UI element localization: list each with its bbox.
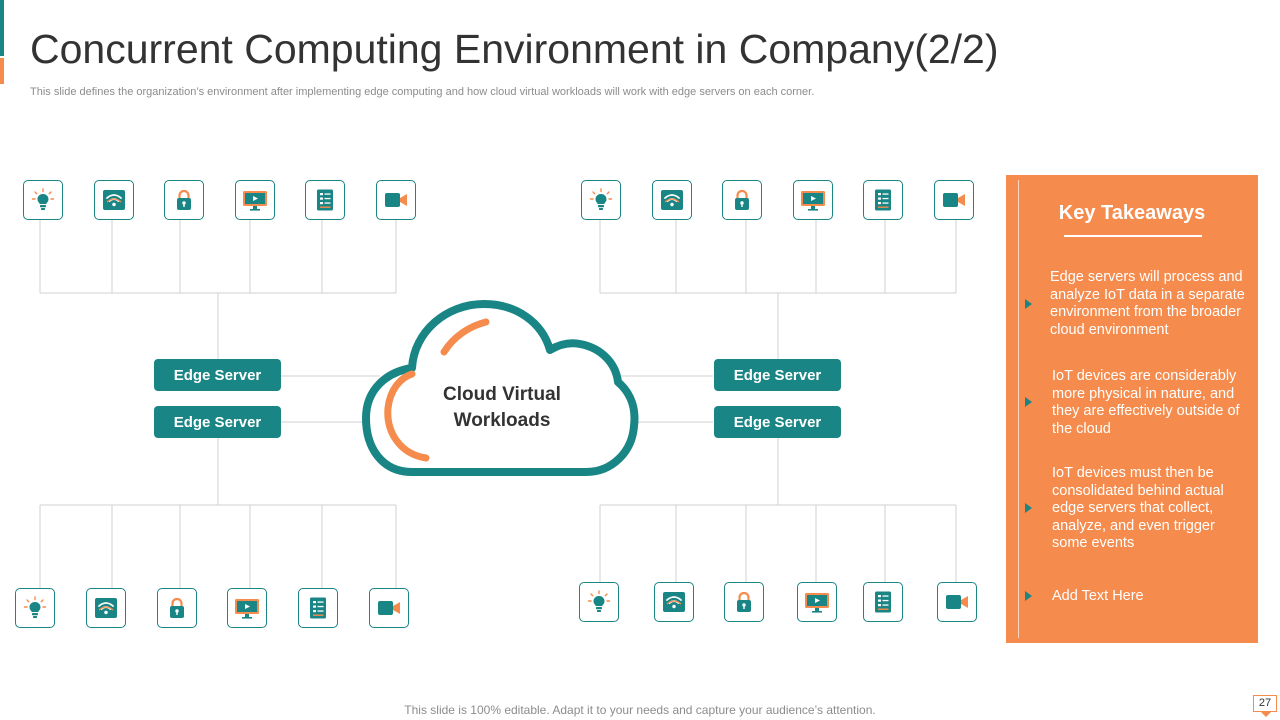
lightbulb-icon xyxy=(31,188,55,212)
video-camera-icon xyxy=(944,591,970,613)
panel-timeline-line xyxy=(1018,180,1019,638)
takeaway-bullet-icon xyxy=(1025,397,1032,407)
takeaway-bullet-icon xyxy=(1025,299,1032,309)
device-top-left-monitor-icon[interactable] xyxy=(235,180,275,220)
monitor-icon xyxy=(803,590,831,614)
key-takeaways-underline xyxy=(1064,235,1202,237)
slide-subtitle: This slide defines the organization’s en… xyxy=(30,86,815,98)
takeaway-bullet-icon xyxy=(1025,503,1032,513)
cloud-label: Cloud Virtual Workloads xyxy=(400,382,604,434)
device-bottom-left-video-camera-icon[interactable] xyxy=(369,588,409,628)
monitor-icon xyxy=(799,188,827,212)
lightbulb-icon xyxy=(23,596,47,620)
wifi-icon xyxy=(659,188,685,212)
wifi-icon xyxy=(101,188,127,212)
cloud-shape xyxy=(362,300,639,476)
title-accent-teal xyxy=(0,0,4,56)
video-camera-icon xyxy=(376,597,402,619)
device-bottom-left-wifi-icon[interactable] xyxy=(86,588,126,628)
wifi-icon xyxy=(661,590,687,614)
device-bottom-right-wifi-icon[interactable] xyxy=(654,582,694,622)
key-takeaways-title: Key Takeaways xyxy=(1058,202,1206,224)
device-top-left-wifi-icon[interactable] xyxy=(94,180,134,220)
document-icon xyxy=(872,188,894,212)
device-bottom-right-document-icon[interactable] xyxy=(863,582,903,622)
lock-icon xyxy=(166,596,188,620)
video-camera-icon xyxy=(941,189,967,211)
title-accent-orange xyxy=(0,58,4,84)
cloud-label-line1: Cloud Virtual xyxy=(443,384,561,405)
takeaway-bullet-icon xyxy=(1025,591,1032,601)
monitor-icon xyxy=(233,596,261,620)
wifi-icon xyxy=(93,596,119,620)
cloud-label-line2: Workloads xyxy=(453,410,551,431)
document-icon xyxy=(314,188,336,212)
device-top-right-document-icon[interactable] xyxy=(863,180,903,220)
edge-server-left-bottom[interactable]: Edge Server xyxy=(154,406,281,438)
key-takeaways-panel xyxy=(1006,175,1258,643)
lock-icon xyxy=(731,188,753,212)
device-bottom-right-monitor-icon[interactable] xyxy=(797,582,837,622)
device-top-left-document-icon[interactable] xyxy=(305,180,345,220)
device-bottom-right-lock-icon[interactable] xyxy=(724,582,764,622)
device-top-left-video-camera-icon[interactable] xyxy=(376,180,416,220)
takeaway-item-4: Add Text Here xyxy=(1052,588,1144,604)
slide-footer: This slide is 100% editable. Adapt it to… xyxy=(404,703,876,717)
takeaway-item-1: Edge servers will process and analyze Io… xyxy=(1050,269,1245,338)
edge-server-right-top[interactable]: Edge Server xyxy=(714,359,841,391)
monitor-icon xyxy=(241,188,269,212)
lightbulb-icon xyxy=(589,188,613,212)
takeaway-item-3: IoT devices must then be consolidated be… xyxy=(1052,465,1224,551)
device-bottom-right-lightbulb-icon[interactable] xyxy=(579,582,619,622)
device-bottom-left-lock-icon[interactable] xyxy=(157,588,197,628)
device-bottom-right-video-camera-icon[interactable] xyxy=(937,582,977,622)
device-top-left-lock-icon[interactable] xyxy=(164,180,204,220)
lightbulb-icon xyxy=(587,590,611,614)
document-icon xyxy=(307,596,329,620)
device-top-right-video-camera-icon[interactable] xyxy=(934,180,974,220)
device-top-left-lightbulb-icon[interactable] xyxy=(23,180,63,220)
takeaway-item-2: IoT devices are considerably more physic… xyxy=(1052,368,1240,437)
device-bottom-left-document-icon[interactable] xyxy=(298,588,338,628)
lock-icon xyxy=(733,590,755,614)
video-camera-icon xyxy=(383,189,409,211)
device-top-right-lightbulb-icon[interactable] xyxy=(581,180,621,220)
device-bottom-left-monitor-icon[interactable] xyxy=(227,588,267,628)
device-top-right-monitor-icon[interactable] xyxy=(793,180,833,220)
document-icon xyxy=(872,590,894,614)
device-top-right-lock-icon[interactable] xyxy=(722,180,762,220)
device-top-right-wifi-icon[interactable] xyxy=(652,180,692,220)
lock-icon xyxy=(173,188,195,212)
slide-title: Concurrent Computing Environment in Comp… xyxy=(30,26,999,72)
edge-server-right-bottom[interactable]: Edge Server xyxy=(714,406,841,438)
edge-server-left-top[interactable]: Edge Server xyxy=(154,359,281,391)
page-number-stand xyxy=(1261,712,1271,717)
page-number: 27 xyxy=(1253,695,1277,712)
device-bottom-left-lightbulb-icon[interactable] xyxy=(15,588,55,628)
